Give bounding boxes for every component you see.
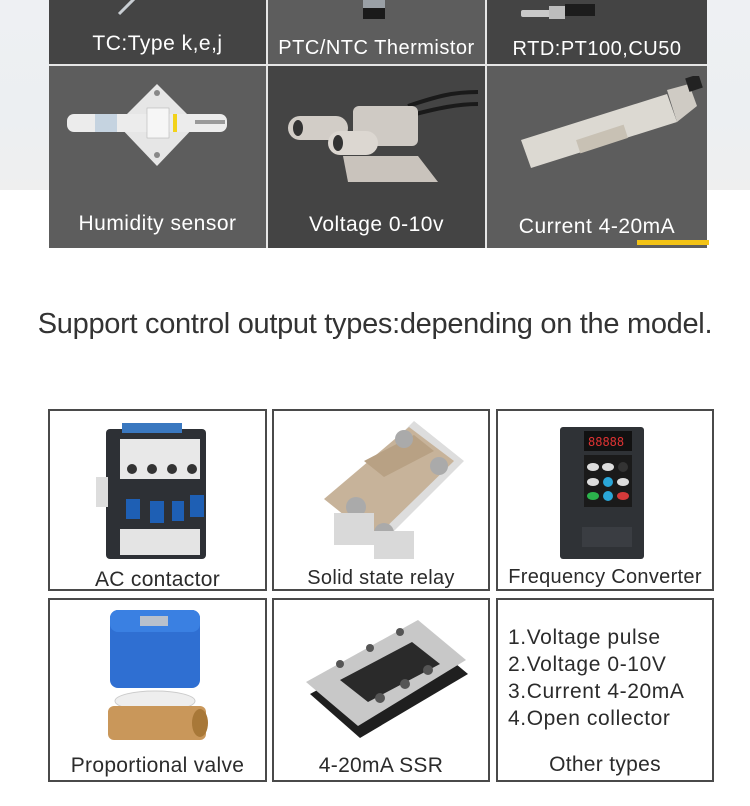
output-item-label: AC contactor: [95, 568, 220, 591]
input-item-label: Voltage 0-10v: [309, 213, 444, 236]
input-item-label: Current 4-20mA: [518, 215, 676, 238]
other-type-item: 3.Current 4-20mA: [508, 680, 685, 703]
proportional-valve-image: [108, 610, 208, 740]
output-types-headline: Support control output types:depending o…: [37, 308, 713, 340]
svg-text:88888: 88888: [588, 435, 624, 449]
output-item-label: Other types: [549, 753, 661, 776]
input-item-humidity: Humidity sensor: [49, 66, 266, 248]
ac-contactor-image: [96, 423, 206, 559]
output-item-proportional-valve: Proportional valve: [48, 598, 267, 782]
other-types-list: 1.Voltage pulse 2.Voltage 0-10V 3.Curren…: [508, 624, 685, 732]
frequency-converter-image: 88888: [560, 427, 644, 559]
thermistor-probe-image: [363, 0, 385, 19]
input-item-thermocouple: TC:Type k,e,j: [49, 0, 266, 64]
output-item-other-types: 1.Voltage pulse 2.Voltage 0-10V 3.Curren…: [496, 598, 714, 782]
output-item-label: Proportional valve: [70, 754, 245, 777]
output-item-label: 4-20mA SSR: [318, 754, 444, 777]
output-item-ac-contactor: AC contactor: [48, 409, 267, 591]
output-item-label: Solid state relay: [307, 567, 455, 589]
input-item-label: TC:Type k,e,j: [92, 32, 223, 55]
other-type-item: 4.Open collector: [508, 707, 671, 730]
output-item-solid-state-relay: Solid state relay: [272, 409, 490, 591]
other-type-item: 1.Voltage pulse: [508, 626, 661, 649]
input-types-grid: TC:Type k,e,j PTC/NTC Thermistor RTD:PT1…: [49, 0, 707, 248]
accent-underline: [637, 240, 709, 245]
input-item-label: PTC/NTC Thermistor: [278, 37, 475, 59]
output-item-frequency-converter: 88888 Frequency Converter: [496, 409, 714, 591]
input-item-label: Humidity sensor: [78, 212, 237, 235]
input-item-rtd: RTD:PT100,CU50: [487, 0, 707, 64]
input-item-voltage: Voltage 0-10v: [268, 66, 485, 248]
thermocouple-probe-image: [117, 0, 136, 16]
input-item-label: RTD:PT100,CU50: [512, 38, 682, 60]
voltage-transmitter-image: [288, 90, 478, 182]
other-type-item: 2.Voltage 0-10V: [508, 653, 667, 676]
current-transmitter-image: [521, 76, 703, 168]
ssr-4-20ma-image: [306, 620, 468, 738]
rtd-probe-image: [521, 4, 595, 19]
output-item-label: Frequency Converter: [508, 566, 702, 588]
input-item-thermistor: PTC/NTC Thermistor: [268, 0, 485, 64]
solid-state-relay-image: [324, 421, 464, 559]
input-item-current: Current 4-20mA: [487, 66, 707, 248]
output-item-ssr-4-20ma: 4-20mA SSR: [272, 598, 490, 782]
humidity-sensor-image: [67, 84, 227, 166]
